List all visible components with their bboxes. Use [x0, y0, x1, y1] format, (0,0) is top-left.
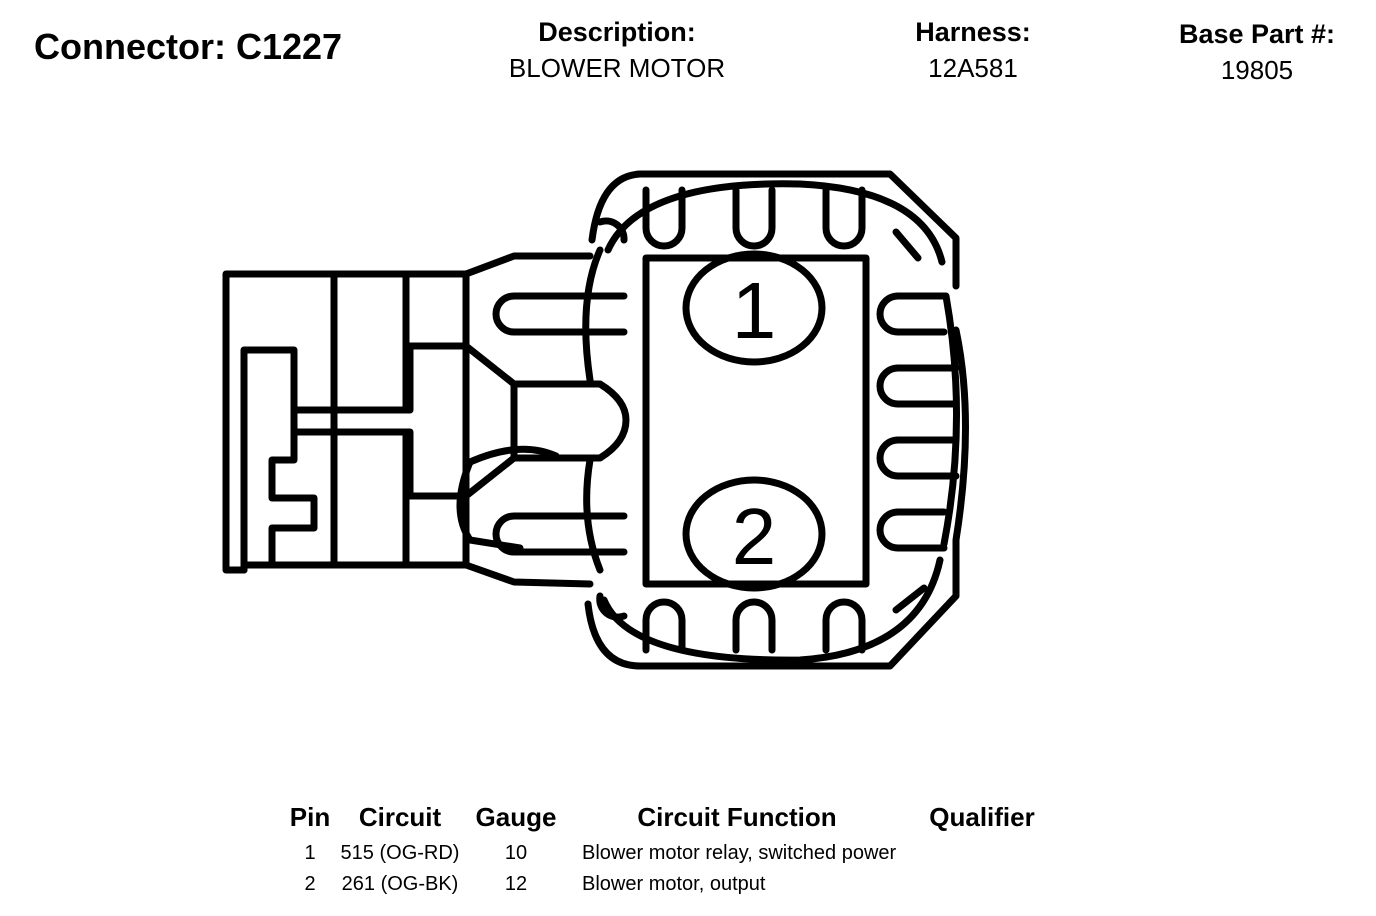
- side-terminals: [456, 292, 628, 556]
- row-pin: 1: [304, 842, 316, 864]
- header-circuit: Circuit: [358, 802, 442, 832]
- base-part-value: 19805: [1220, 55, 1294, 85]
- top-slots: [596, 186, 866, 250]
- table-row: 1 515 (OG-RD) 10 Blower motor relay, swi…: [280, 839, 1062, 870]
- pin-1-cavity: [682, 250, 826, 366]
- right-slots: [876, 292, 960, 552]
- connector-neck: [462, 252, 630, 588]
- table-row: 2 261 (OG-BK) 12 Blower motor, output: [280, 870, 1062, 901]
- header-gauge: Gauge: [475, 802, 557, 832]
- header-circuit-function: Circuit Function: [637, 802, 837, 832]
- row-qualifier: [902, 839, 1062, 870]
- connector-latch: [222, 270, 470, 574]
- description-label: Description:: [538, 17, 696, 47]
- row-pin: 2: [304, 873, 316, 895]
- base-part-label: Base Part #:: [1178, 19, 1336, 49]
- row-gauge: 12: [504, 873, 528, 895]
- row-circuit: 261 (OG-BK): [341, 873, 459, 895]
- harness-label: Harness:: [915, 17, 1031, 47]
- row-function: Blower motor, output: [582, 873, 766, 895]
- row-circuit: 515 (OG-RD): [340, 842, 460, 864]
- pin-table-header: Pin Circuit Gauge Circuit Function Quali…: [280, 800, 1062, 839]
- header-qualifier: Qualifier: [929, 802, 1035, 832]
- pin-1-label: 1: [732, 266, 777, 355]
- description-value: BLOWER MOTOR: [508, 53, 726, 83]
- bottom-slots: [596, 592, 866, 654]
- pin-2-label: 2: [732, 492, 777, 581]
- description-block: Description: BLOWER MOTOR: [477, 15, 757, 87]
- base-part-block: Base Part #: 19805: [1147, 17, 1367, 89]
- harness-value: 12A581: [928, 53, 1018, 83]
- pin-2-cavity: [682, 476, 826, 592]
- row-function: Blower motor relay, switched power: [582, 842, 897, 864]
- row-qualifier: [902, 870, 1062, 901]
- row-gauge: 10: [504, 842, 528, 864]
- harness-block: Harness: 12A581: [873, 15, 1073, 87]
- pin-cavity-frame: [642, 254, 870, 588]
- header-pin: Pin: [289, 802, 331, 832]
- connector-title: Connector: C1227: [34, 26, 343, 67]
- pin-table: Pin Circuit Gauge Circuit Function Quali…: [280, 800, 1062, 901]
